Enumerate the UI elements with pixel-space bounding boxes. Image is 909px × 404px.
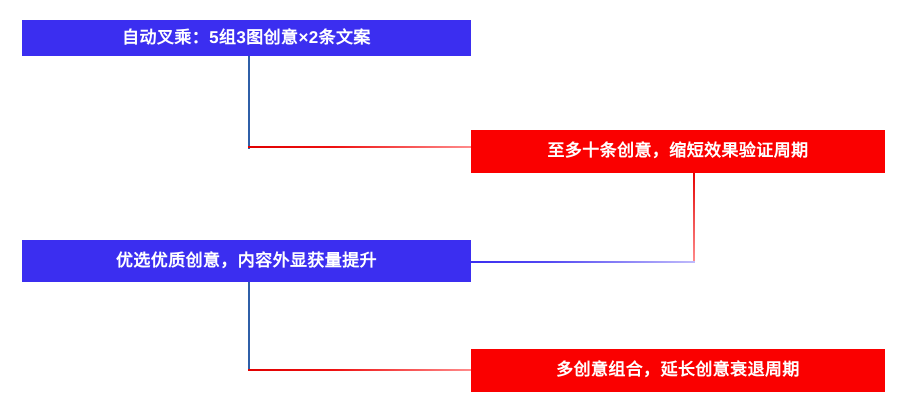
node-auto-cross-label: 自动叉乘：5组3图创意×2条文案 bbox=[122, 27, 371, 47]
connector-preferred-to-multicombo-horizontal bbox=[248, 369, 472, 371]
node-preferred-quality[interactable]: 优选优质创意，内容外显获量提升 bbox=[22, 240, 471, 282]
node-multi-combo[interactable]: 多创意组合，延长创意衰退周期 bbox=[471, 349, 885, 392]
node-preferred-quality-label: 优选优质创意，内容外显获量提升 bbox=[116, 250, 377, 270]
connector-maxten-to-preferred-vertical bbox=[693, 173, 695, 263]
node-multi-combo-label: 多创意组合，延长创意衰退周期 bbox=[556, 360, 800, 380]
connector-preferred-to-multicombo-vertical bbox=[248, 282, 250, 371]
node-auto-cross[interactable]: 自动叉乘：5组3图创意×2条文案 bbox=[22, 20, 471, 56]
node-max-ten-label: 至多十条创意，缩短效果验证周期 bbox=[547, 141, 809, 161]
connector-auto-to-maxten-vertical bbox=[248, 56, 250, 149]
connector-auto-to-maxten-horizontal bbox=[248, 146, 472, 148]
connector-maxten-to-preferred-horizontal bbox=[471, 261, 695, 263]
node-max-ten[interactable]: 至多十条创意，缩短效果验证周期 bbox=[471, 130, 885, 173]
